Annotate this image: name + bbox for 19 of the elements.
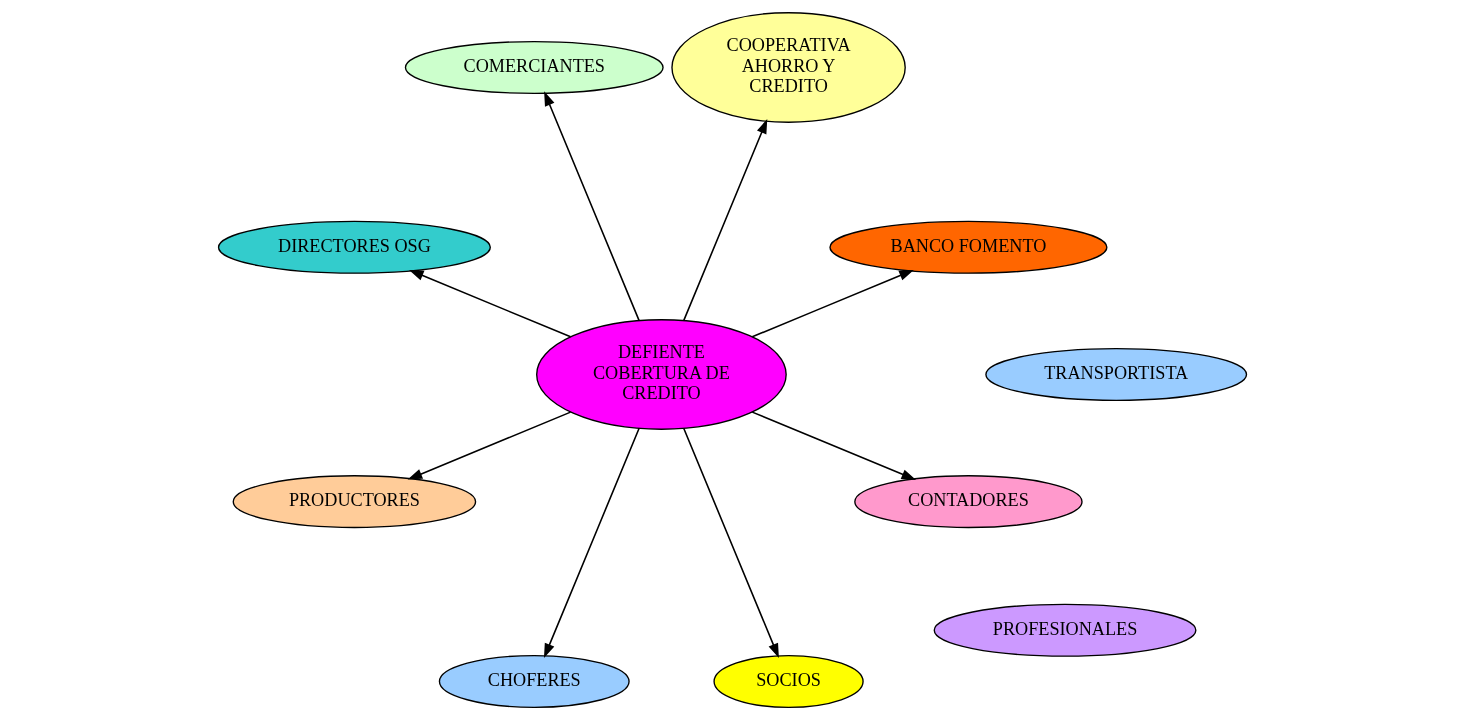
node-ellipse: COMERCIANTES — [404, 40, 664, 95]
node-ellipse: COOPERATIVA AHORRO Y CREDITO — [670, 12, 906, 123]
node-ellipse: BANCO FOMENTO — [828, 220, 1107, 274]
arrow — [543, 427, 640, 659]
node-ellipse: PRODUCTORES — [232, 475, 476, 529]
arrow — [751, 269, 914, 338]
node-ellipse: SOCIOS — [712, 654, 864, 709]
node-ellipse: DIRECTORES OSG — [217, 220, 491, 274]
node-ellipse: DEFIENTE COBERTURA DE CREDITO — [535, 319, 787, 430]
node-ellipse: CONTADORES — [853, 475, 1083, 529]
arrow — [682, 427, 779, 659]
node-ellipse: PROFESIONALES — [933, 603, 1196, 657]
arrow — [407, 411, 571, 480]
arrow — [408, 269, 571, 338]
node-ellipse: CHOFERES — [438, 654, 630, 709]
arrow — [751, 411, 916, 480]
arrow — [682, 119, 767, 322]
node-ellipse: TRANSPORTISTA — [984, 347, 1247, 402]
arrow — [543, 91, 640, 322]
